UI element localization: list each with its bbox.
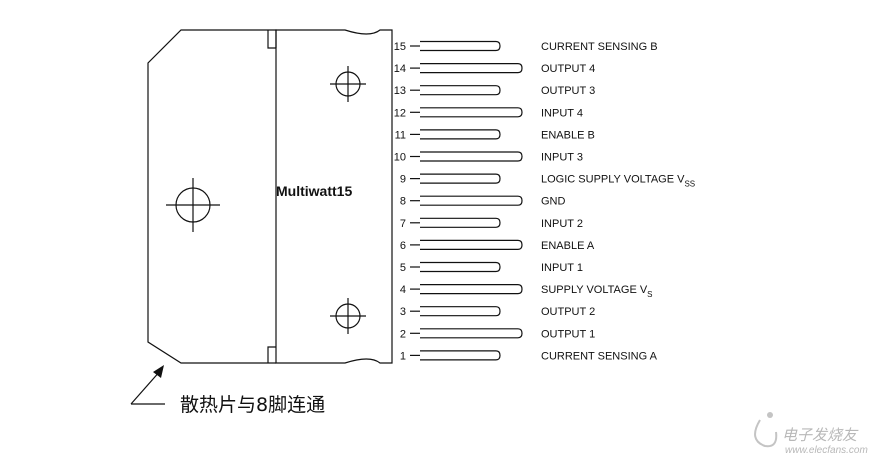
pin-label-subscript: SS xyxy=(684,180,695,189)
pin-label-subscript: S xyxy=(647,290,652,299)
pin-lead xyxy=(420,40,501,52)
pin-label: LOGIC SUPPLY VOLTAGE VSS xyxy=(541,174,695,189)
watermark-url: www.elecfans.com xyxy=(785,445,868,456)
pin-label: OUTPUT 4 xyxy=(541,63,595,75)
pin-8: 8 GND xyxy=(400,195,566,208)
pin-label: OUTPUT 2 xyxy=(541,306,595,318)
pin-lead xyxy=(420,261,501,273)
pin-number: 5 xyxy=(400,262,406,274)
pin-lead xyxy=(420,306,501,317)
pin-label: GND xyxy=(541,196,566,208)
pin-label: SUPPLY VOLTAGE VS xyxy=(541,284,653,299)
pin-lead xyxy=(420,63,523,74)
pin-number: 8 xyxy=(400,196,406,208)
heatsink-annotation: 散热片与8脚连通 xyxy=(180,394,325,416)
pin-lead xyxy=(420,107,523,118)
pin-number: 14 xyxy=(394,63,406,75)
pin-label: INPUT 1 xyxy=(541,262,583,274)
pin-label: CURRENT SENSING A xyxy=(541,350,658,362)
pin-lead xyxy=(420,284,523,295)
tab-notch-bottom xyxy=(267,346,276,363)
pin-label: ENABLE B xyxy=(541,129,595,141)
pin-label-text: LOGIC SUPPLY VOLTAGE V xyxy=(541,174,685,186)
pin-7: 7 INPUT 2 xyxy=(400,217,583,230)
pin-lead xyxy=(420,239,523,250)
pin-number: 6 xyxy=(400,240,406,252)
pin-label-text: OUTPUT 4 xyxy=(541,63,595,75)
pin-lead xyxy=(420,328,523,339)
pin-15: 15 CURRENT SENSING B xyxy=(394,40,658,53)
pin-label-text: INPUT 1 xyxy=(541,262,583,274)
pin-number: 12 xyxy=(394,107,406,119)
pin-label: OUTPUT 1 xyxy=(541,328,595,340)
pin-label-text: GND xyxy=(541,196,566,208)
pin-number: 13 xyxy=(394,85,406,97)
pin-4: 4 SUPPLY VOLTAGE VS xyxy=(400,284,653,299)
pin-number: 9 xyxy=(400,174,406,186)
pin-label-text: INPUT 2 xyxy=(541,218,583,230)
pin-lead xyxy=(420,151,523,162)
pin-10: 10 INPUT 3 xyxy=(394,151,583,164)
pin-13: 13 OUTPUT 3 xyxy=(394,85,595,97)
pin-label: INPUT 3 xyxy=(541,152,583,164)
pin-12: 12 INPUT 4 xyxy=(394,107,583,119)
pin-label-text: SUPPLY VOLTAGE V xyxy=(541,284,648,296)
watermark-brand: 电子发烧友 xyxy=(782,426,859,444)
pin-lead xyxy=(420,350,501,361)
pin-lead xyxy=(420,217,501,228)
pin-label-text: OUTPUT 1 xyxy=(541,328,595,340)
pin-label: OUTPUT 3 xyxy=(541,85,595,97)
pin-number: 4 xyxy=(400,284,406,296)
pin-1: 1 CURRENT SENSING A xyxy=(400,350,658,362)
pin-lead xyxy=(420,129,501,140)
pin-number: 15 xyxy=(394,41,406,53)
pin-9: 9 LOGIC SUPPLY VOLTAGE VSS xyxy=(400,173,695,189)
pin-label: ENABLE A xyxy=(541,240,595,252)
pin-label: INPUT 4 xyxy=(541,107,583,119)
pin-number: 2 xyxy=(400,328,406,340)
pin-label-text: OUTPUT 2 xyxy=(541,306,595,318)
heatsink-tab-outline xyxy=(147,29,277,364)
pin-label-text: CURRENT SENSING B xyxy=(541,41,658,53)
pin-lead xyxy=(420,195,523,206)
pin-label: INPUT 2 xyxy=(541,218,583,230)
pin-label-text: CURRENT SENSING A xyxy=(541,350,658,362)
pin-label-text: OUTPUT 3 xyxy=(541,85,595,97)
package-body-outline xyxy=(275,29,393,364)
pin-label-text: ENABLE A xyxy=(541,240,595,252)
tab-notch-top xyxy=(267,30,276,49)
pin-14: 14 OUTPUT 4 xyxy=(394,63,595,75)
package-name: Multiwatt15 xyxy=(276,183,352,199)
alignment-mark-bottom-icon xyxy=(330,298,366,334)
pin-number: 1 xyxy=(400,350,406,362)
pin-lead xyxy=(420,85,501,96)
pin-3: 3 OUTPUT 2 xyxy=(400,306,595,318)
pin-number: 10 xyxy=(394,152,406,164)
pin-label: CURRENT SENSING B xyxy=(541,41,658,53)
pin-number: 3 xyxy=(400,306,406,318)
pin-5: 5 INPUT 1 xyxy=(400,261,583,274)
alignment-mark-top-icon xyxy=(330,66,366,102)
watermark-logo-icon xyxy=(754,412,778,448)
pin-number: 7 xyxy=(400,218,406,230)
mounting-hole-crosshair-icon xyxy=(166,178,220,232)
pin-label-text: INPUT 3 xyxy=(541,152,583,164)
pin-label-text: INPUT 4 xyxy=(541,107,583,119)
pin-lead xyxy=(420,173,501,184)
pin-number: 11 xyxy=(395,129,406,141)
pin-label-text: ENABLE B xyxy=(541,129,595,141)
pin-11: 11 ENABLE B xyxy=(395,129,595,141)
heatsink-callout-arrow-icon xyxy=(130,365,165,405)
pin-2: 2 OUTPUT 1 xyxy=(400,328,595,340)
pin-6: 6 ENABLE A xyxy=(400,239,595,252)
